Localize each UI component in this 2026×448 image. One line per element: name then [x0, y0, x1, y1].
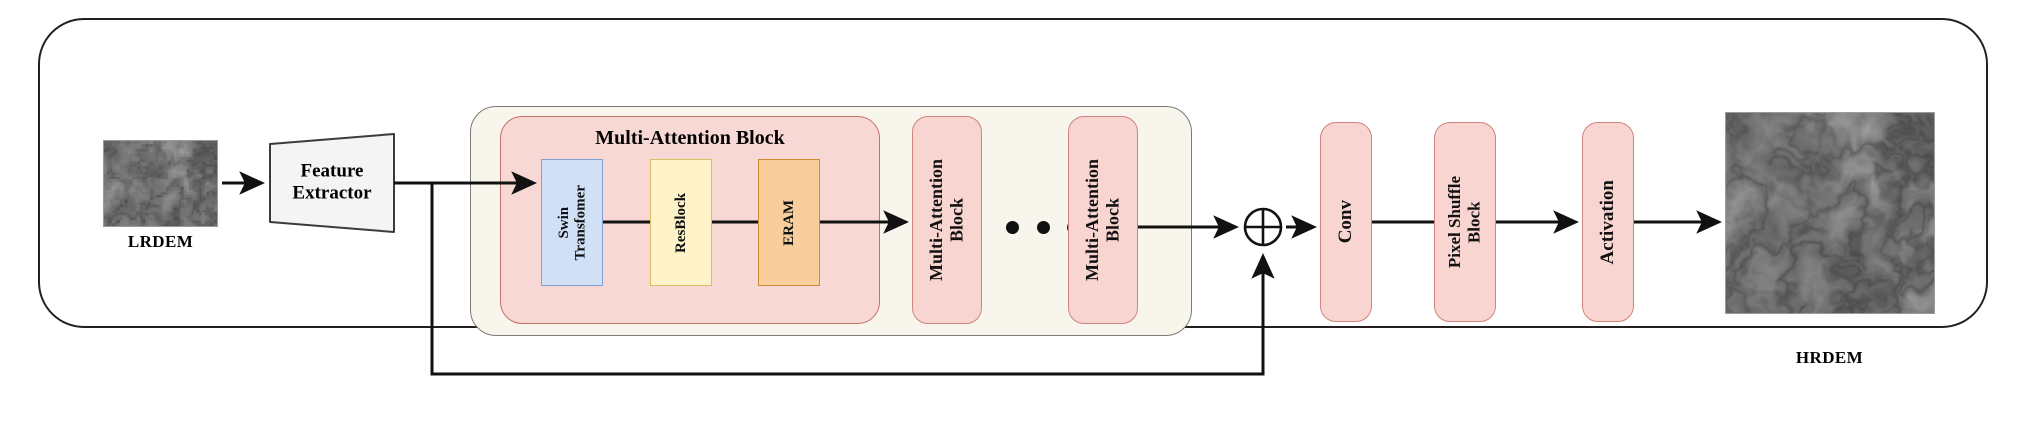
- multi-attention-block-repeat-1-label: Multi-Attention Block: [926, 159, 967, 281]
- ellipsis-dot-1: [1006, 220, 1019, 234]
- pixel-shuffle-label: Pixel Shuffle Block: [1445, 175, 1484, 269]
- feature-extractor-block: Feature Extractor: [268, 132, 396, 234]
- multi-attention-block-repeat-2-label: Multi-Attention Block: [1082, 159, 1123, 281]
- addition-operator-node: [1242, 206, 1284, 248]
- conv-label: Conv: [1335, 200, 1357, 244]
- resblock-block: ResBlock: [650, 159, 712, 286]
- swin-transformer-block: Swin Transfomer: [541, 159, 603, 286]
- multi-attention-block-repeat-1: Multi-Attention Block: [912, 116, 982, 324]
- eram-block: ERAM: [758, 159, 820, 286]
- multi-attention-block-title: Multi-Attention Block: [595, 127, 785, 149]
- lrdem-input-image: [103, 140, 218, 227]
- activation-label: Activation: [1597, 179, 1619, 265]
- swin-transformer-label: Swin Transfomer: [555, 184, 589, 261]
- pixel-shuffle-block: Pixel Shuffle Block: [1434, 122, 1496, 322]
- activation-block: Activation: [1582, 122, 1634, 322]
- hrdem-caption: HRDEM: [1795, 348, 1864, 367]
- plus-circle-icon: [1243, 207, 1283, 247]
- trapezoid-shape: [269, 133, 395, 233]
- multi-attention-block-repeat-2: Multi-Attention Block: [1068, 116, 1138, 324]
- lrdem-caption: LRDEM: [127, 232, 194, 251]
- ellipsis-dot-2: [1036, 220, 1050, 234]
- hrdem-output-image: [1725, 112, 1935, 314]
- resblock-label: ResBlock: [672, 192, 689, 253]
- conv-block: Conv: [1320, 122, 1372, 322]
- eram-label: ERAM: [780, 199, 797, 246]
